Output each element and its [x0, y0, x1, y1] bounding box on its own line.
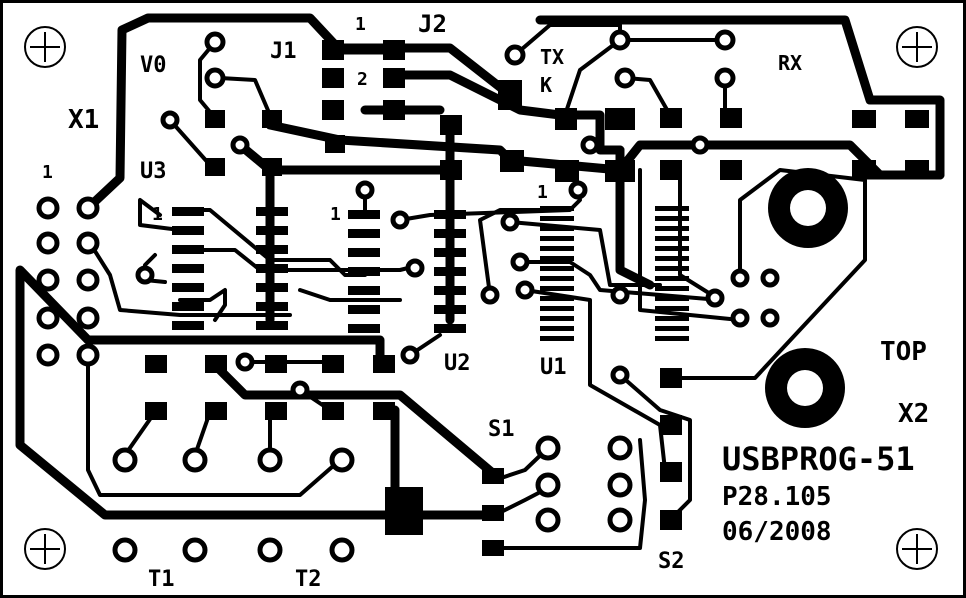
- label-v0: V0: [140, 53, 167, 78]
- mounting-hole-icon: [24, 26, 66, 68]
- label-top: TOP: [880, 337, 927, 367]
- board-name: USBPROG-51: [722, 440, 915, 478]
- board-code: P28.105: [722, 482, 832, 512]
- pin-u1-1: 1: [537, 182, 548, 203]
- board-date: 06/2008: [722, 517, 832, 547]
- label-u1: U1: [540, 355, 567, 380]
- smd-pads: [145, 40, 929, 556]
- x2-mounting-pad: [765, 168, 848, 428]
- label-u3: U3: [140, 159, 167, 184]
- mounting-hole-icon: [896, 528, 938, 570]
- label-j2: J2: [418, 10, 447, 38]
- silkscreen-labels: X1 V0 U3 J1 J2 1 2 TX K RX 1 1 1 1 U2 U1…: [42, 10, 929, 592]
- pin-j2-2: 2: [357, 69, 368, 90]
- label-t2: T2: [295, 567, 322, 592]
- through-hole-pads: [36, 29, 780, 563]
- mounting-hole-icon: [24, 528, 66, 570]
- u3-soic-pads: [172, 207, 288, 330]
- label-s2: S2: [658, 549, 685, 574]
- label-x1: X1: [68, 105, 99, 135]
- label-tx: TX: [540, 45, 564, 69]
- label-u2: U2: [444, 351, 471, 376]
- u2-soic-pads: [348, 210, 466, 333]
- label-x2: X2: [898, 399, 929, 429]
- pin-u3-1: 1: [152, 204, 163, 225]
- label-j1: J1: [270, 39, 297, 64]
- pin-x1-1: 1: [42, 162, 53, 183]
- label-s1: S1: [488, 417, 515, 442]
- label-k: K: [540, 73, 552, 97]
- label-t1: T1: [148, 567, 175, 592]
- pin-j2-1: 1: [355, 14, 366, 35]
- pin-u2-1: 1: [330, 204, 341, 225]
- u1-ssop-pads: [540, 206, 689, 341]
- label-rx: RX: [778, 51, 802, 75]
- mounting-hole-icon: [896, 26, 938, 68]
